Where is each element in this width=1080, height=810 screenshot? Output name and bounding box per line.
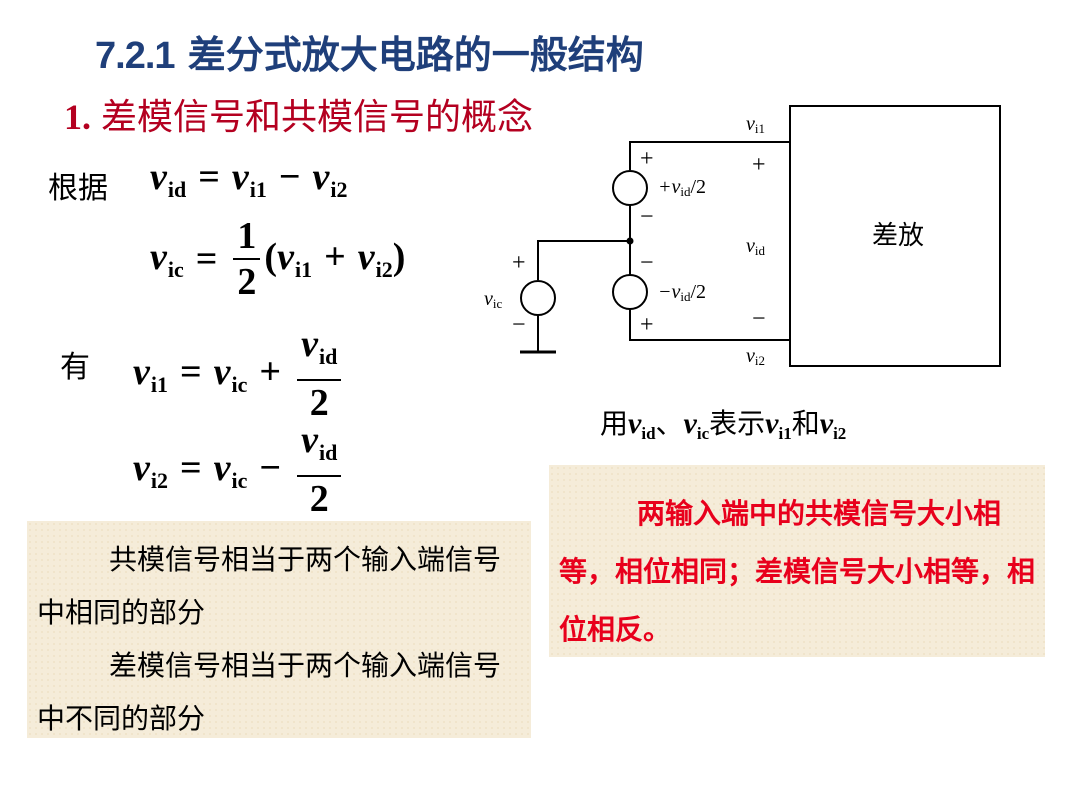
highlight-box: 两输入端中的共模信号大小相等，相位相同；差模信号大小相等，相位相反。 [549, 465, 1045, 657]
subtitle-number: 1. [64, 97, 91, 137]
formula-symbol: v [213, 446, 231, 489]
subtitle: 1.差模信号和共模信号的概念 [64, 88, 533, 140]
amplifier-box [789, 105, 1001, 367]
formula-subscript: i2 [375, 257, 393, 282]
fraction: vid 2 [297, 418, 342, 521]
formula-symbol: v [301, 323, 318, 365]
amplifier-label: 差放 [872, 221, 924, 250]
formula-symbol: v [357, 236, 375, 278]
minus-sign: − [752, 306, 766, 332]
formula-symbol: v [277, 236, 294, 278]
according-label: 根据 [48, 171, 108, 206]
formula-subscript: i1 [150, 371, 168, 397]
paren-left: ( [264, 236, 278, 278]
minus-sign: − [640, 204, 654, 230]
plus-sign: + [752, 152, 766, 178]
operator: + [259, 350, 282, 393]
fraction: vid 2 [297, 322, 342, 425]
formula-symbol: v [312, 156, 330, 198]
fraction-denominator: 2 [309, 382, 329, 424]
formula-symbol: v [213, 350, 231, 393]
diagram-caption: 用vid、vic表示vi1和vi2 [600, 407, 847, 443]
formula-symbol: v [231, 156, 249, 198]
equals-sign: = [195, 238, 218, 280]
formula-subscript: i2 [330, 177, 348, 202]
formula-symbol: v [150, 156, 167, 198]
formula-symbol: v [301, 419, 318, 461]
diff-mode-note: 差模信号相当于两个输入端信号中不同的部分 [37, 649, 502, 735]
vid-label: vid [746, 235, 766, 258]
section-title: 差分式放大电路的一般结构 [187, 33, 644, 77]
definition-note-box: 共模信号相当于两个输入端信号中相同的部分 差模信号相当于两个输入端信号中不同的部… [27, 521, 531, 738]
slide-title: 7.2.1 差分式放大电路的一般结构 [95, 24, 644, 79]
formula-subscript: ic [167, 257, 184, 282]
formula-subscript: ic [231, 467, 248, 493]
plus-sign: + [512, 250, 526, 276]
formula-subscript: id [318, 440, 338, 465]
fraction-denominator: 2 [237, 261, 257, 303]
common-mode-note: 共模信号相当于两个输入端信号中相同的部分 [37, 543, 502, 629]
formula-subscript: i2 [150, 467, 168, 493]
formula-symbol: v [133, 350, 150, 393]
formula-vid: vid=vi1−vi2 [150, 155, 348, 203]
paren-right: ) [392, 236, 406, 278]
equals-sign: = [180, 446, 202, 489]
bottom-source-label: −vid/2 [658, 281, 706, 304]
minus-sign: − [512, 312, 526, 338]
plus-sign: + [640, 312, 654, 338]
formula-subscript: i1 [249, 177, 267, 202]
equals-sign: = [198, 156, 220, 198]
wire-bottom [629, 309, 790, 341]
minus-sign: − [640, 250, 654, 276]
operator: − [278, 156, 301, 198]
have-label: 有 [60, 350, 90, 385]
equals-sign: = [180, 350, 202, 393]
formula-symbol: v [150, 236, 167, 278]
circuit-diagram: + − − + + − + − vi1 vid vi2 vic +vid/2 −… [484, 105, 1001, 368]
bottom-source-symbol [612, 274, 648, 310]
wire-common [537, 240, 630, 280]
wire-top [629, 141, 790, 170]
top-source-label: +vid/2 [658, 176, 706, 199]
common-source-symbol [520, 280, 556, 316]
fraction-denominator: 2 [309, 478, 329, 520]
operator: − [259, 446, 282, 489]
vic-label: vic [484, 288, 503, 311]
highlight-text: 两输入端中的共模信号大小相等，相位相同；差模信号大小相等，相位相反。 [559, 497, 1036, 646]
formula-subscript: i1 [294, 257, 313, 282]
section-number: 7.2.1 [95, 35, 176, 77]
vi1-label: vi1 [746, 113, 765, 136]
formula-subscript: id [318, 344, 338, 369]
subtitle-text: 差模信号和共模信号的概念 [101, 97, 534, 138]
vi2-label: vi2 [746, 345, 765, 368]
fraction-numerator: 1 [233, 214, 261, 260]
formula-subscript: ic [231, 371, 248, 397]
formula-subscript: id [167, 177, 187, 202]
junction-dot [626, 237, 634, 245]
plus-sign: + [640, 146, 654, 172]
top-source-symbol [612, 170, 648, 206]
operator: + [324, 236, 346, 278]
formula-symbol: v [133, 446, 150, 489]
